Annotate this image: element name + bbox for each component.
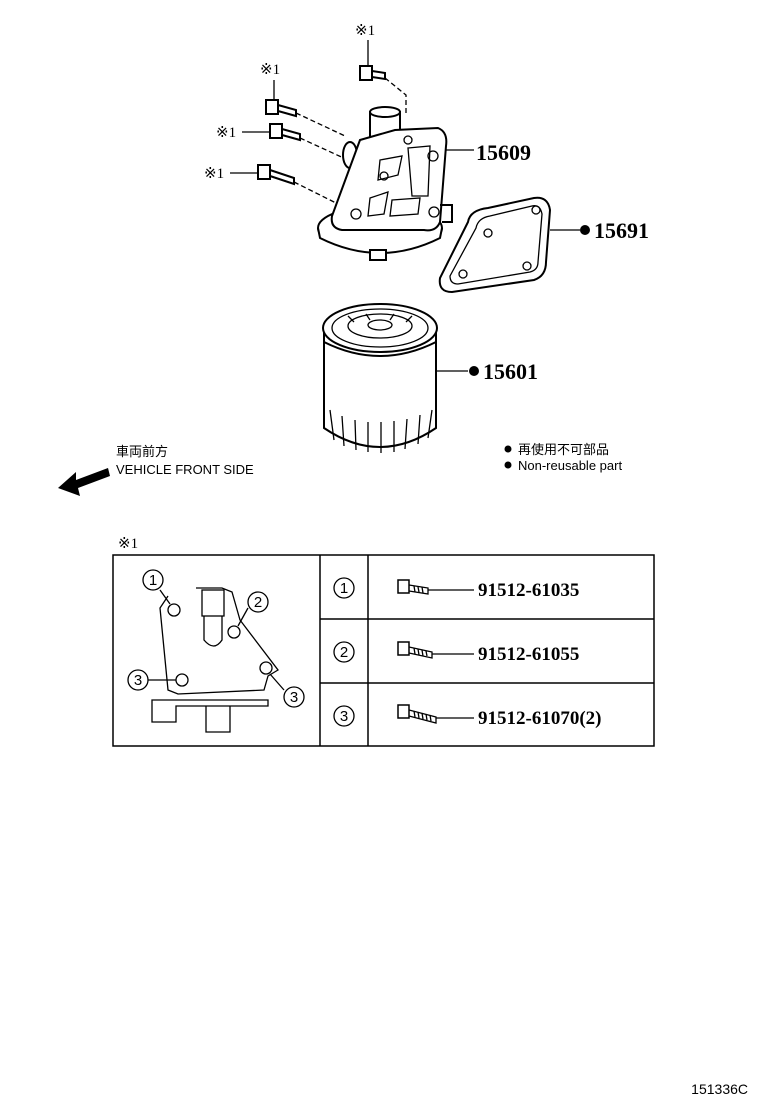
bolt-icon (397, 641, 433, 659)
legend-label-en: Non-reusable part (518, 458, 622, 473)
note-mark-4: ※1 (204, 166, 224, 182)
table-row: 1 91512-61035 (333, 577, 579, 601)
vehicle-front-label-jp: 車両前方 (116, 444, 168, 459)
sketch-callout-1: 1 (149, 572, 157, 589)
bolt-table: ※1 1 2 3 3 (112, 536, 655, 747)
row-index: 3 (340, 708, 348, 725)
note-mark-1: ※1 (355, 23, 375, 39)
part-number-15601: 15601 (483, 359, 538, 384)
illustration-id: 151336C (691, 1081, 748, 1097)
legend-label-jp: 再使用不可部品 (518, 442, 609, 457)
bolt-lower-left: ※1 (204, 164, 341, 206)
note-mark-3: ※1 (216, 125, 236, 141)
part-number: 91512-61035 (478, 580, 579, 601)
part-number-15609: 15609 (476, 140, 531, 165)
bolt-icon (397, 704, 437, 724)
table-title: ※1 (118, 536, 138, 552)
sketch-callout-3a: 3 (134, 672, 142, 689)
part-number: 91512-61055 (478, 644, 579, 665)
bolt-location-sketch: 1 2 3 3 (127, 569, 305, 733)
bolt-top: ※1 (355, 23, 407, 115)
bolt-mid-left: ※1 (216, 123, 349, 161)
oil-filter: 15601 (322, 303, 538, 453)
gasket: 15691 (438, 196, 649, 294)
row-index: 2 (340, 644, 348, 661)
part-number: 91512-61070(2) (478, 708, 601, 729)
legend: 再使用不可部品 Non-reusable part (504, 442, 622, 473)
bullet-icon (504, 445, 512, 453)
sketch-callout-3b: 3 (290, 689, 298, 706)
sketch-callout-2: 2 (254, 594, 262, 611)
front-arrow-icon (58, 468, 110, 496)
vehicle-front-indicator: 車両前方 VEHICLE FRONT SIDE (58, 444, 254, 496)
part-number-15691: 15691 (594, 218, 649, 243)
note-mark-2: ※1 (260, 62, 280, 78)
bolt-upper-left: ※1 (260, 62, 346, 137)
bullet-icon (504, 461, 512, 469)
row-index: 1 (340, 580, 348, 597)
vehicle-front-label-en: VEHICLE FRONT SIDE (116, 462, 254, 477)
bolt-icon (397, 579, 429, 595)
table-row: 3 91512-61070(2) (333, 704, 601, 729)
filter-bracket: 15609 (317, 106, 531, 261)
table-row: 2 91512-61055 (333, 641, 579, 665)
